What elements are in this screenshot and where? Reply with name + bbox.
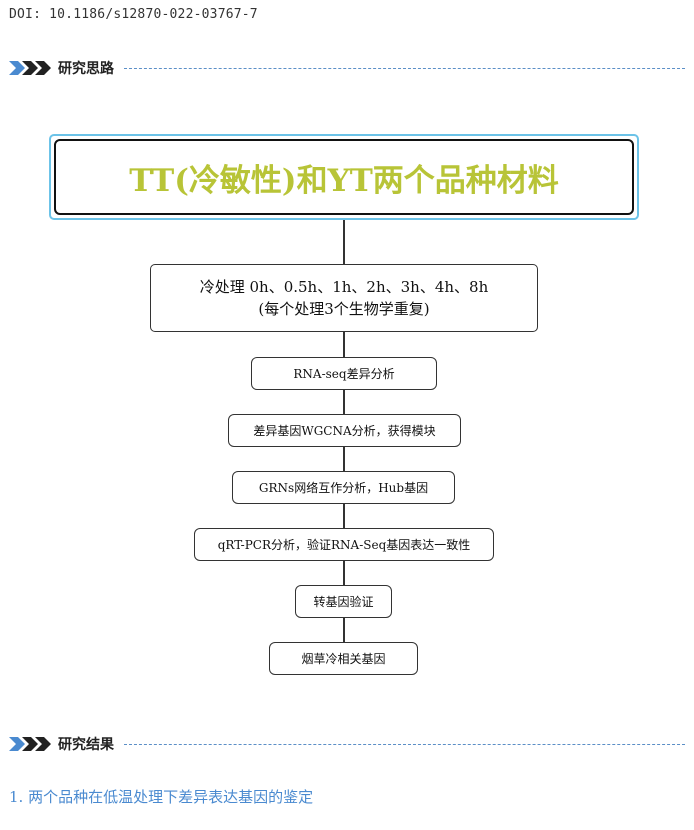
section-approach-header: 研究思路: [9, 56, 685, 80]
flow-title-box: TT(冷敏性)和YT两个品种材料: [49, 134, 639, 220]
connector-line: [343, 332, 345, 357]
chevrons-icon: [9, 736, 51, 752]
flow-step-cold-treatment: 冷处理 0h、0.5h、1h、2h、3h、4h、8h (每个处理3个生物学重复): [150, 264, 538, 332]
dotted-divider: [124, 743, 685, 745]
flow-step: RNA-seq差异分析: [251, 357, 437, 390]
cold-treatment-replicates: (每个处理3个生物学重复): [258, 300, 430, 318]
section-approach-title: 研究思路: [58, 61, 114, 77]
connector-line: [343, 446, 345, 471]
flow-title-text: TT(冷敏性)和YT两个品种材料: [54, 139, 634, 215]
flow-step: qRT-PCR分析，验证RNA-Seq基因表达一致性: [194, 528, 494, 561]
dotted-divider: [124, 67, 685, 69]
connector-line: [343, 560, 345, 585]
cold-treatment-times: 冷处理 0h、0.5h、1h、2h、3h、4h、8h: [199, 278, 489, 296]
section-results-title: 研究结果: [58, 737, 114, 753]
connector-line: [343, 503, 345, 528]
flow-step: GRNs网络互作分析，Hub基因: [232, 471, 455, 504]
section-results-header: 研究结果: [9, 732, 685, 756]
chevrons-icon: [9, 60, 51, 76]
connector-line: [343, 389, 345, 414]
flow-step: 烟草冷相关基因: [269, 642, 418, 675]
connector-line: [343, 617, 345, 642]
result-heading: 1. 两个品种在低温处理下差异表达基因的鉴定: [9, 788, 314, 806]
flow-step: 差异基因WGCNA分析，获得模块: [228, 414, 461, 447]
connector-line: [343, 220, 345, 264]
doi-line: DOI: 10.1186/s12870-022-03767-7: [9, 7, 258, 22]
flow-step: 转基因验证: [295, 585, 392, 618]
